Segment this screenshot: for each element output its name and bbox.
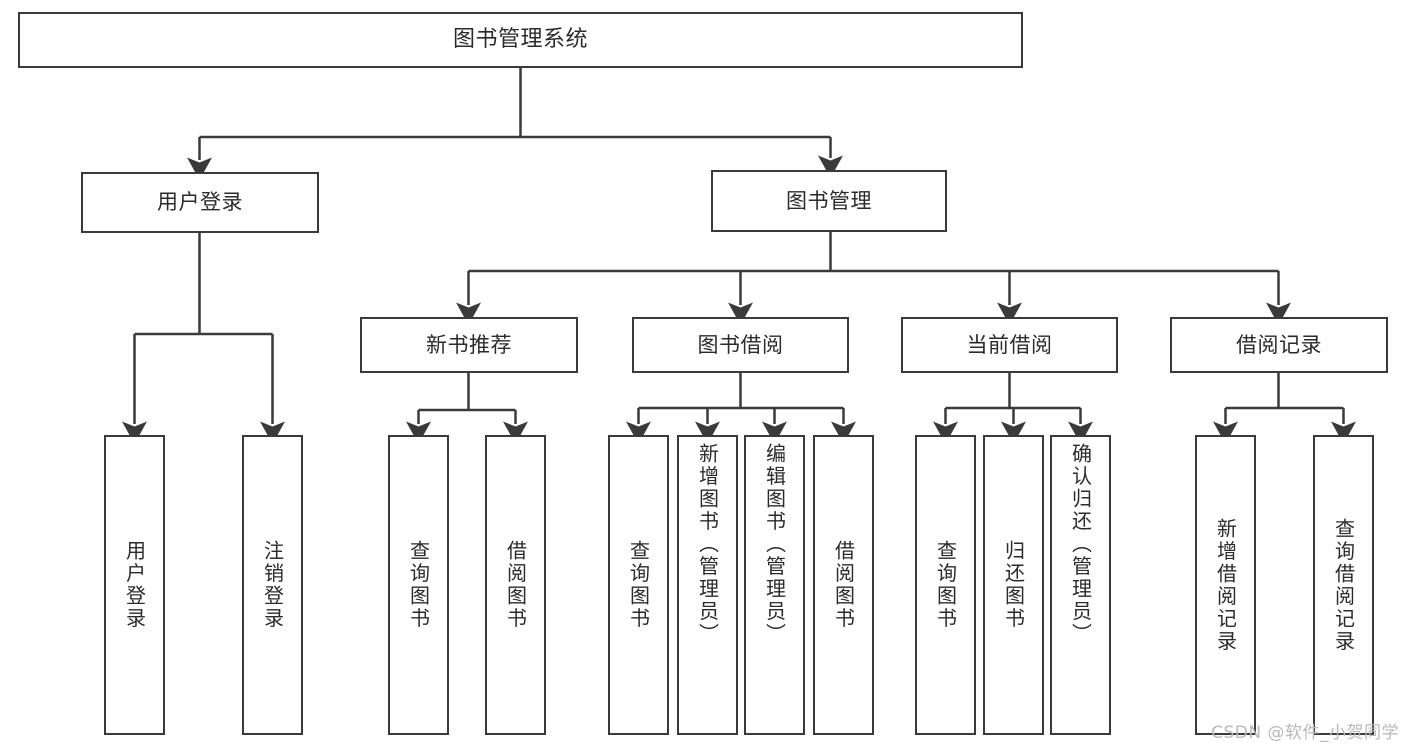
- node-label: 图书借阅: [697, 332, 784, 357]
- node-label: 图书管理系统: [452, 27, 588, 53]
- node-user-login[interactable]: 用户登录: [81, 172, 319, 233]
- node-label: 当前借阅: [966, 332, 1053, 357]
- node-new-book-recommend[interactable]: 新书推荐: [360, 317, 578, 373]
- leaf-new-book-borrow[interactable]: 借阅图书: [485, 435, 546, 735]
- leaf-current-borrow-confirm-return[interactable]: 确认归还（管理员）: [1050, 435, 1111, 735]
- node-label: 查询图书: [626, 540, 651, 630]
- node-label: 用户登录: [122, 540, 147, 630]
- leaf-borrow-record-query[interactable]: 查询借阅记录: [1313, 435, 1374, 735]
- leaf-book-borrow-add[interactable]: 新增图书（管理员）: [677, 435, 738, 735]
- node-book-borrow[interactable]: 图书借阅: [632, 317, 849, 373]
- node-label: 图书管理: [786, 188, 872, 213]
- node-label: 查询借阅记录: [1331, 517, 1356, 653]
- node-root-system[interactable]: 图书管理系统: [18, 12, 1023, 68]
- leaf-book-borrow-query[interactable]: 查询图书: [608, 435, 669, 735]
- leaf-current-borrow-query[interactable]: 查询图书: [915, 435, 976, 735]
- node-label: 查询图书: [933, 540, 958, 630]
- node-label: 用户登录: [157, 190, 243, 215]
- leaf-book-borrow-lend[interactable]: 借阅图书: [813, 435, 874, 735]
- node-label: 新增图书（管理员）: [695, 443, 720, 646]
- node-label: 借阅图书: [503, 540, 528, 630]
- leaf-borrow-record-add[interactable]: 新增借阅记录: [1195, 435, 1256, 735]
- node-label: 借阅记录: [1236, 332, 1322, 357]
- node-label: 编辑图书（管理员）: [762, 443, 787, 646]
- node-book-management[interactable]: 图书管理: [711, 170, 947, 232]
- node-label: 新增借阅记录: [1213, 517, 1238, 653]
- leaf-new-book-query[interactable]: 查询图书: [388, 435, 449, 735]
- leaf-book-borrow-edit[interactable]: 编辑图书（管理员）: [744, 435, 805, 735]
- node-label: 归还图书: [1001, 540, 1026, 630]
- node-label: 新书推荐: [426, 332, 512, 357]
- node-label: 查询图书: [406, 540, 431, 630]
- leaf-current-borrow-return[interactable]: 归还图书: [983, 435, 1044, 735]
- node-label: 注销登录: [260, 540, 285, 630]
- node-label: 借阅图书: [831, 540, 856, 630]
- node-label: 确认归还（管理员）: [1068, 443, 1093, 646]
- node-borrow-record[interactable]: 借阅记录: [1170, 317, 1388, 373]
- node-current-borrow[interactable]: 当前借阅: [901, 317, 1118, 373]
- leaf-user-login-signin[interactable]: 用户登录: [104, 435, 165, 735]
- csdn-watermark: CSDN @软件_小贺同学: [1211, 723, 1399, 743]
- leaf-user-login-signout[interactable]: 注销登录: [242, 435, 303, 735]
